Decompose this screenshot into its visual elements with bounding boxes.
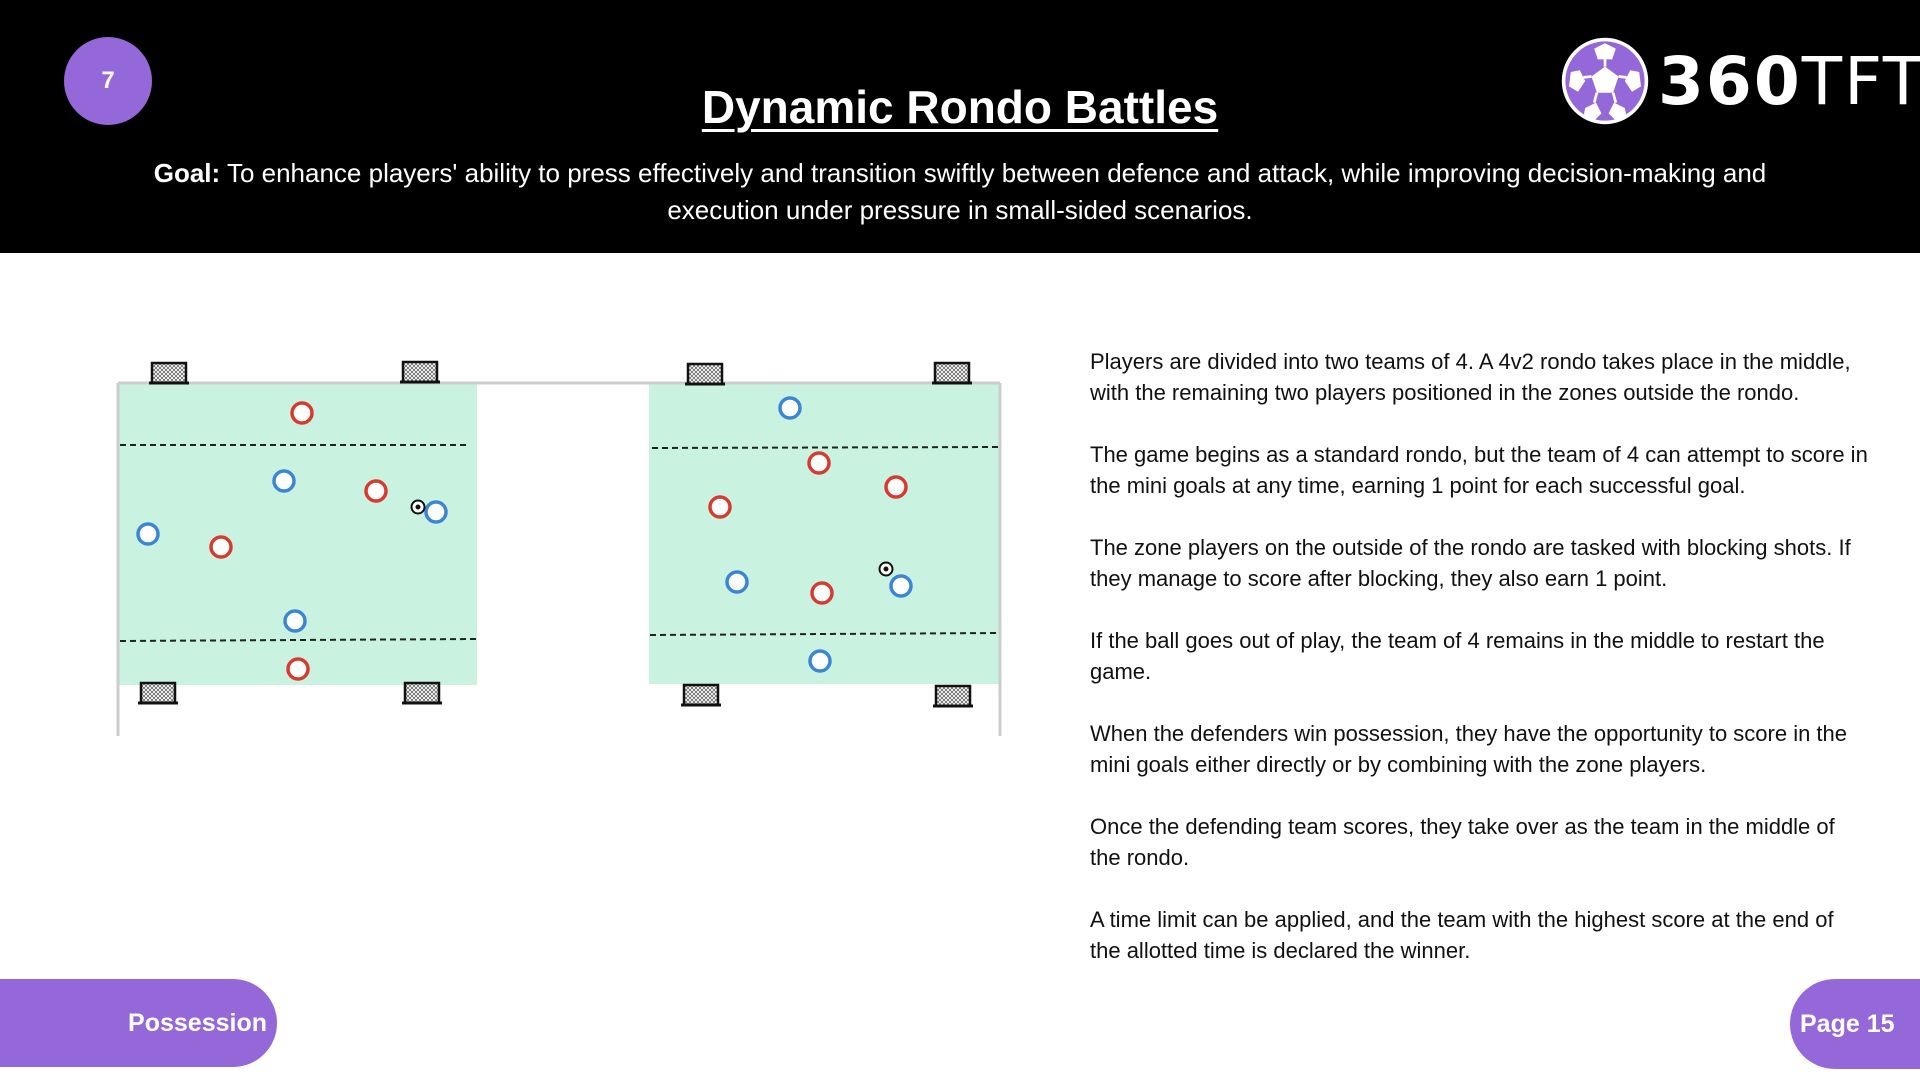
drill-diagram	[116, 360, 1002, 736]
red-player-marker	[810, 581, 834, 605]
red-player-marker	[364, 479, 388, 503]
red-player-marker	[807, 451, 831, 475]
blue-player-marker	[424, 500, 448, 524]
brand-logo: 360TFT	[1560, 36, 1920, 126]
mini-goal-icon	[681, 683, 721, 707]
description-paragraph: Players are divided into two teams of 4.…	[1090, 349, 1851, 405]
page-indicator: Page 15	[1790, 979, 1920, 1069]
description-paragraph: When the defenders win possession, they …	[1090, 721, 1848, 777]
red-player-marker	[708, 495, 732, 519]
drill-description: Players are divided into two teams of 4.…	[1090, 346, 1870, 997]
right-zone-line-bottom	[649, 632, 999, 636]
mini-goal-icon	[933, 684, 973, 708]
brand-light: TFT	[1801, 42, 1920, 120]
blue-player-marker	[272, 469, 296, 493]
page-number: Page 15	[1800, 1010, 1895, 1038]
goal-statement: Goal: To enhance players' ability to pre…	[120, 155, 1800, 229]
ball-icon	[410, 499, 426, 515]
blue-player-marker	[283, 609, 307, 633]
description-paragraph: The zone players on the outside of the r…	[1090, 535, 1851, 591]
right-zone-line-top	[651, 446, 999, 449]
blue-player-marker	[778, 396, 802, 420]
mini-goal-icon	[932, 361, 972, 385]
right-pitch	[649, 383, 1000, 684]
brand-bold: 360	[1658, 42, 1802, 120]
goal-text: To enhance players' ability to press eff…	[220, 158, 1767, 225]
page-title: Dynamic Rondo Battles	[701, 81, 1219, 133]
description-paragraph: If the ball goes out of play, the team o…	[1090, 628, 1825, 684]
blue-player-marker	[725, 570, 749, 594]
description-paragraph: The game begins as a standard rondo, but…	[1090, 442, 1868, 498]
ball-icon	[878, 561, 894, 577]
mini-goal-icon	[402, 681, 442, 705]
drill-number-badge: 7	[64, 37, 152, 125]
mini-goal-icon	[149, 361, 189, 385]
red-player-marker	[884, 475, 908, 499]
mini-goal-icon	[138, 681, 178, 705]
brand-name: 360TFT	[1658, 43, 1920, 120]
description-paragraph: Once the defending team scores, they tak…	[1090, 814, 1835, 870]
left-pitch	[118, 383, 477, 685]
soccer-ball-icon	[1561, 37, 1649, 125]
red-player-marker	[290, 401, 314, 425]
mini-goal-icon	[400, 360, 440, 384]
description-paragraph: A time limit can be applied, and the tea…	[1090, 907, 1834, 963]
header-bar: 7 Dynamic Rondo Battles Goal: To enhance…	[0, 0, 1920, 253]
category-label: Possession	[128, 1009, 267, 1037]
blue-player-marker	[889, 574, 913, 598]
red-player-marker	[209, 535, 233, 559]
goal-label: Goal:	[153, 158, 221, 188]
category-tab: Possession	[0, 979, 277, 1067]
red-player-marker	[286, 657, 310, 681]
drill-number: 7	[101, 67, 115, 94]
mini-goal-icon	[685, 362, 725, 386]
blue-player-marker	[808, 649, 832, 673]
blue-player-marker	[136, 522, 160, 546]
